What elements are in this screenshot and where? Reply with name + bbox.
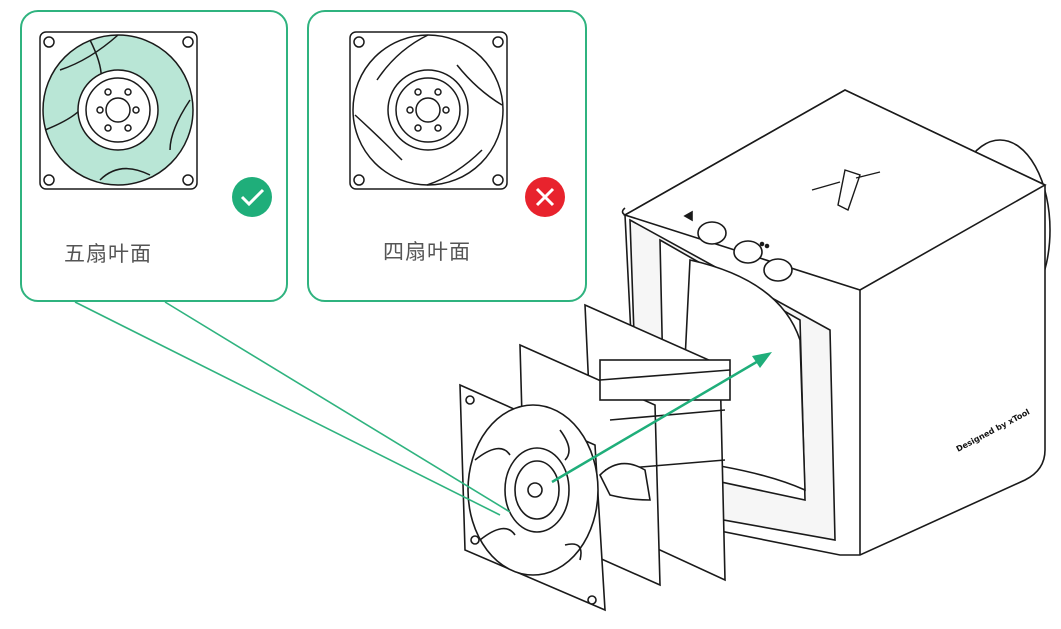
fan-five-blade-illustration — [39, 31, 272, 217]
check-icon — [232, 177, 272, 217]
device-buttons — [683, 210, 793, 282]
airflow-arrow — [551, 352, 772, 484]
logo-x-mark — [811, 169, 881, 211]
option-card-four-blades: 四扇叶面 — [307, 10, 587, 302]
fan-four-blade-illustration — [349, 31, 565, 217]
option-label: 五扇叶面 — [64, 242, 152, 266]
x-icon — [525, 177, 565, 217]
callout-lines — [74, 301, 511, 516]
fan-assembly — [459, 303, 731, 612]
option-card-five-blades: 五扇叶面 — [20, 10, 288, 302]
option-label: 四扇叶面 — [383, 240, 471, 264]
